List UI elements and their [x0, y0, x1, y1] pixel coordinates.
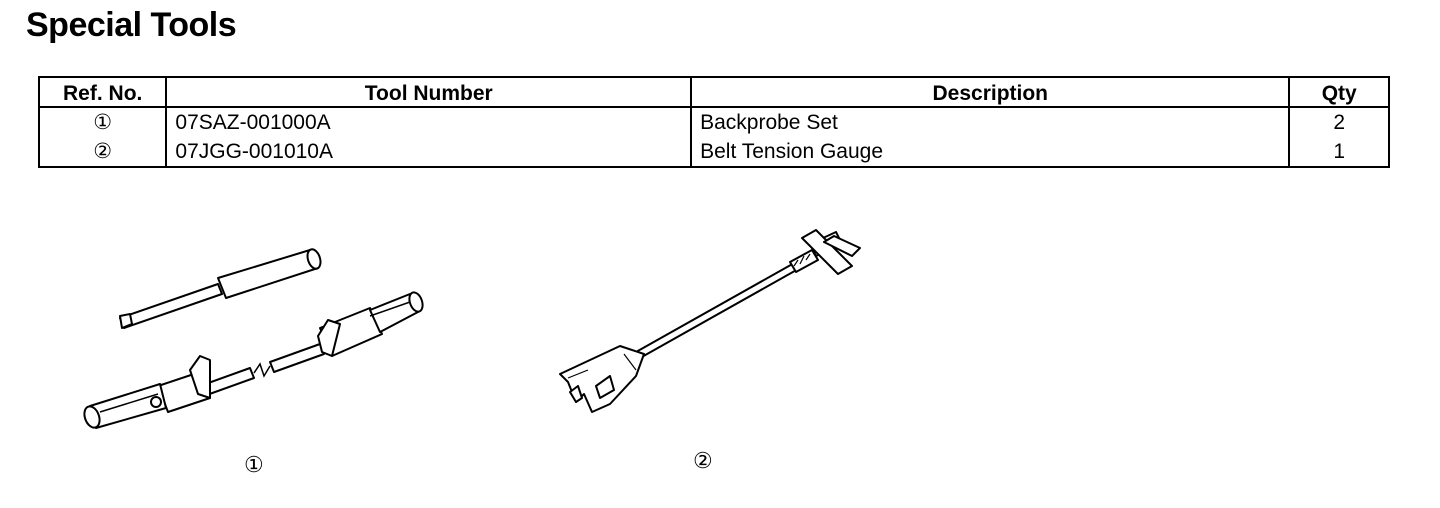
cell-tool-number: 07JGG-001010A	[165, 137, 693, 168]
special-tools-table: Ref. No. Tool Number Description Qty ① 0…	[37, 76, 1390, 168]
header-qty: Qty	[1288, 76, 1390, 108]
cell-qty: 2	[1288, 107, 1390, 137]
cell-ref: ①	[37, 107, 168, 137]
header-tool-number: Tool Number	[165, 76, 693, 108]
table-header-row: Ref. No. Tool Number Description Qty	[37, 76, 1390, 108]
cell-qty: 1	[1288, 137, 1390, 168]
belt-tension-gauge-illustration	[559, 229, 861, 413]
page-title: Special Tools	[26, 6, 237, 44]
belt-tension-gauge-caption: ②	[693, 448, 713, 473]
cell-description: Belt Tension Gauge	[690, 137, 1291, 168]
backprobe-set-illustration	[83, 248, 424, 429]
cell-tool-number: 07SAZ-001000A	[165, 107, 693, 137]
table-row: ① 07SAZ-001000A Backprobe Set 2	[37, 107, 1390, 137]
backprobe-set-caption: ①	[244, 452, 264, 477]
cell-description: Backprobe Set	[690, 107, 1291, 137]
table-row: ② 07JGG-001010A Belt Tension Gauge 1	[37, 137, 1390, 168]
cell-ref: ②	[37, 137, 168, 168]
header-ref-no: Ref. No.	[37, 76, 168, 108]
header-description: Description	[690, 76, 1291, 108]
